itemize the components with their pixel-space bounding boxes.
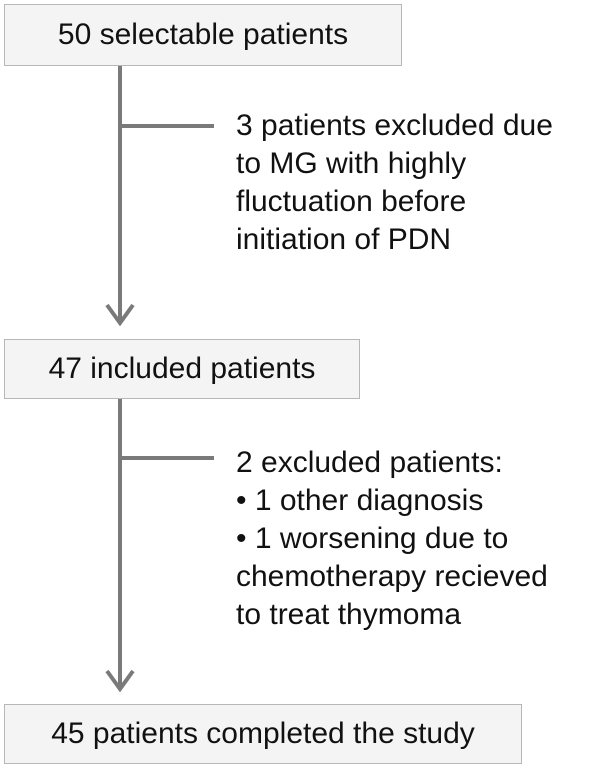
arrowhead-1 [105,303,135,327]
step-label: 47 included patients [48,352,316,385]
exclusion-note-line: 2 excluded patients: [236,446,503,479]
step-box-included: 47 included patients [4,339,360,399]
step-box-completed: 45 patients completed the study [4,704,522,764]
arrowhead-2 [105,669,135,693]
step-label: 50 selectable patients [57,18,349,51]
exclusion-note-line: to MG with highly [236,147,467,180]
exclusion-note-line: fluctuation before [236,185,467,218]
exclusion-note-line: initiation of PDN [236,223,452,256]
exclusion-bullet-worsening: • 1 worsening due to [236,522,509,555]
exclusion-note-2: 2 excluded patients: • 1 other diagnosis… [236,444,548,634]
exclusion-note-1: 3 patients excluded due to MG with highl… [236,107,553,259]
exclusion-note-line: to treat thymoma [236,598,462,631]
step-label: 45 patients completed the study [51,717,475,750]
exclusion-bullet-other-diagnosis: • 1 other diagnosis [236,484,484,517]
exclusion-note-line: 3 patients excluded due [236,109,553,142]
step-box-selectable: 50 selectable patients [4,4,402,66]
exclusion-note-line: chemotherapy recieved [236,560,548,593]
